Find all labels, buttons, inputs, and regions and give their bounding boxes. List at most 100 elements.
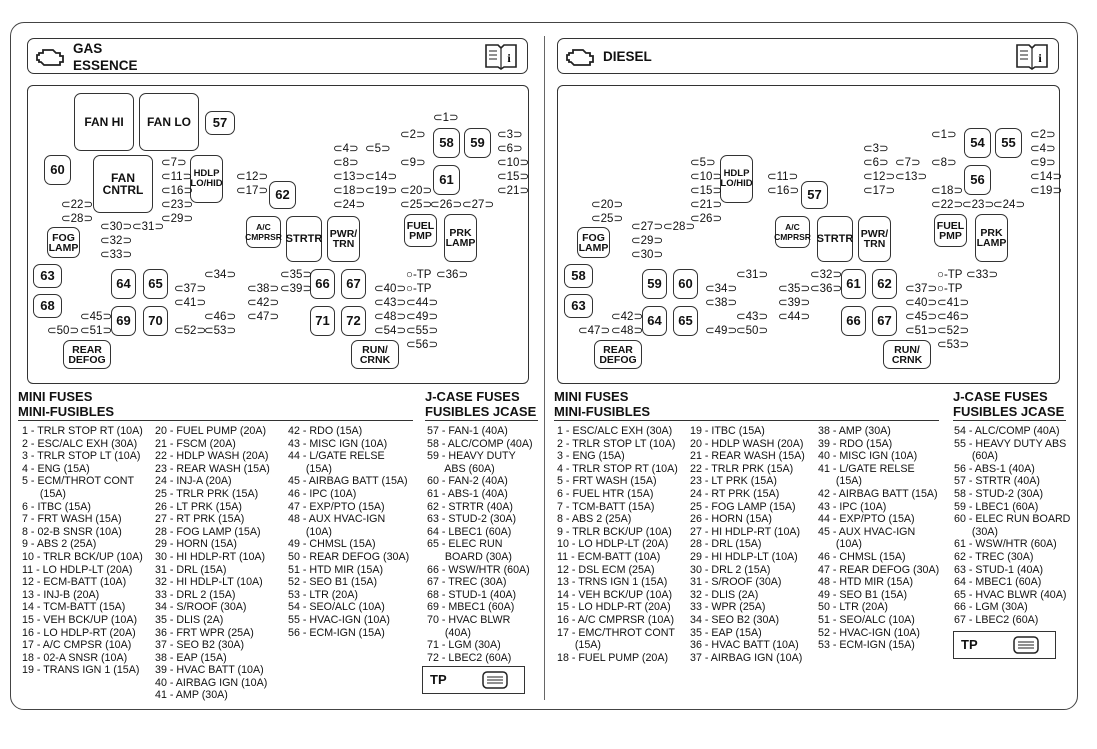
relay-run-crnk: RUN/ CRNK [883,340,931,369]
mini-fuse-50: ⊂50⊃ [736,325,769,337]
mini-fuse-7: ⊂7⊃ [895,157,921,169]
gas-fusibles-jcase-heading: FUSIBLES JCASE [425,404,537,419]
mini-fuse-44: ⊂44⊃ [778,311,811,323]
relay-run-crnk: RUN/ CRNK [351,340,399,369]
engine-icon [36,49,64,66]
engine-icon [566,49,594,66]
relay-hdlp-lo-hid: HDLP LO/HID [190,155,223,203]
mini-fuse-5: ⊂5⊃ [365,143,391,155]
essence-title: ESSENCE [73,58,138,73]
mini-fuse-36: ⊂36⊃ [810,283,843,295]
relay-fuel-pmp: FUEL PMP [934,214,967,247]
fuse-58: 58 [564,264,593,288]
gas-mini-fuse-list-3: 42 - RDO (15A) 43 - MISC IGN (10A) 44 - … [288,425,410,639]
fuse-62: 62 [872,269,897,299]
tp-label: TP [961,637,978,652]
tp-terminal: ○-TP [937,283,963,295]
mini-fuse-4: ⊂4⊃ [1030,143,1056,155]
mini-fuse-10: ⊂10⊃ [690,171,723,183]
tp-terminal: ○-TP [406,283,432,295]
mini-fuse-50: ⊂50⊃ [47,325,80,337]
relay-rear-defog: REAR DEFOG [594,340,642,369]
mini-fuse-24: ⊂24⊃ [993,199,1026,211]
fuse-56: 56 [964,165,991,195]
mini-fuse-30: ⊂30⊃ [100,221,133,233]
mini-fuse-49: ⊂49⊃ [406,311,439,323]
mini-fuse-32: ⊂32⊃ [810,269,843,281]
mini-fuse-29: ⊂29⊃ [631,235,664,247]
fuse-64: 64 [111,269,136,299]
fuse-67: 67 [872,306,897,336]
mini-fuse-41: ⊂41⊃ [174,297,207,309]
gas-header: GAS ESSENCE i [27,38,528,74]
mini-fuse-56: ⊂56⊃ [406,339,439,351]
gas-mini-fuse-list-2: 20 - FUEL PUMP (20A) 21 - FSCM (20A) 22 … [155,425,270,702]
mini-fuse-23: ⊂23⊃ [161,199,194,211]
diesel-fuse-box [557,85,1060,384]
mini-fuse-1: ⊂1⊃ [931,129,957,141]
mini-fuse-16: ⊂16⊃ [767,185,800,197]
mini-fuse-11: ⊂11⊃ [767,171,799,183]
fuse-puller-icon [1013,636,1039,654]
gas-mini-fusibles-heading: MINI-FUSIBLES [18,404,115,419]
mini-fuse-38: ⊂38⊃ [705,297,738,309]
mini-fuse-16: ⊂16⊃ [161,185,194,197]
mini-fuse-54: ⊂54⊃ [374,325,407,337]
mini-fuse-19: ⊂19⊃ [365,185,398,197]
mini-fuse-7: ⊂7⊃ [161,157,187,169]
fuse-69: 69 [111,306,136,336]
mini-fuse-41: ⊂41⊃ [937,297,970,309]
diesel-jcase-heading: J-CASE FUSES [953,389,1048,404]
gas-mini-fuse-list-1: 1 - TRLR STOP RT (10A) 2 - ESC/ALC EXH (… [22,425,143,677]
fuse-57: 57 [205,111,235,135]
mini-fuse-35: ⊂35⊃ [778,283,811,295]
mini-fuse-44: ⊂44⊃ [406,297,439,309]
mini-fuse-39: ⊂39⊃ [778,297,811,309]
mini-fuse-26: ⊂26⊃ [690,213,723,225]
diesel-mini-fusibles-heading: MINI-FUSIBLES [554,404,651,419]
fuse-60: 60 [673,269,698,299]
fuse-64: 64 [642,306,667,336]
mini-fuse-37: ⊂37⊃ [905,283,938,295]
manual-book-icon: i [1016,44,1048,70]
fuse-chart-frame [10,22,1078,710]
mini-fuse-19: ⊂19⊃ [1030,185,1063,197]
mini-fuse-37: ⊂37⊃ [174,283,207,295]
gas-title: GAS [73,41,103,56]
mini-fuse-53: ⊂53⊃ [937,339,970,351]
mini-fuse-51: ⊂51⊃ [80,325,113,337]
mini-fuse-29: ⊂29⊃ [161,213,194,225]
mini-fuse-14: ⊂14⊃ [1030,171,1063,183]
mini-fuse-38: ⊂38⊃ [247,283,280,295]
mini-fuse-15: ⊂15⊃ [497,171,530,183]
mini-fuse-52: ⊂52⊃ [174,325,207,337]
mini-fuse-47: ⊂47⊃ [247,311,280,323]
manual-book-icon: i [485,44,517,70]
mini-fuse-21: ⊂21⊃ [690,199,723,211]
mini-fuse-3: ⊂3⊃ [863,143,889,155]
relay-rear-defog: REAR DEFOG [63,340,111,369]
mini-fuse-8: ⊂8⊃ [333,157,359,169]
diesel-mini-underline [554,420,939,421]
mini-fuse-53: ⊂53⊃ [204,325,237,337]
diesel-mini-fuse-list-2: 19 - ITBC (15A) 20 - HDLP WASH (20A) 21 … [690,425,805,664]
svg-text:i: i [1038,51,1042,65]
mini-fuse-14: ⊂14⊃ [365,171,398,183]
mini-fuse-48: ⊂48⊃ [374,311,407,323]
mini-fuse-6: ⊂6⊃ [863,157,889,169]
mini-fuse-36: ⊂36⊃ [436,269,469,281]
diesel-header: DIESEL i [557,38,1059,74]
fuse-55: 55 [995,128,1022,158]
mini-fuse-33: ⊂33⊃ [100,249,133,261]
mini-fuse-9: ⊂9⊃ [400,157,426,169]
mini-fuse-1: ⊂1⊃ [433,112,459,124]
mini-fuse-17: ⊂17⊃ [236,185,269,197]
diesel-mini-fuse-list-1: 1 - ESC/ALC EXH (30A) 2 - TRLR STOP LT (… [557,425,678,664]
mini-fuse-28: ⊂28⊃ [663,221,696,233]
mini-fuse-48: ⊂48⊃ [611,325,644,337]
mini-fuse-22: ⊂22⊃ [931,199,964,211]
gas-tp-fuse-puller: TP [422,666,525,694]
relay-pwr-trn: PWR/ TRN [327,216,360,262]
mini-fuse-55: ⊂55⊃ [406,325,439,337]
mini-fuse-21: ⊂21⊃ [497,185,530,197]
